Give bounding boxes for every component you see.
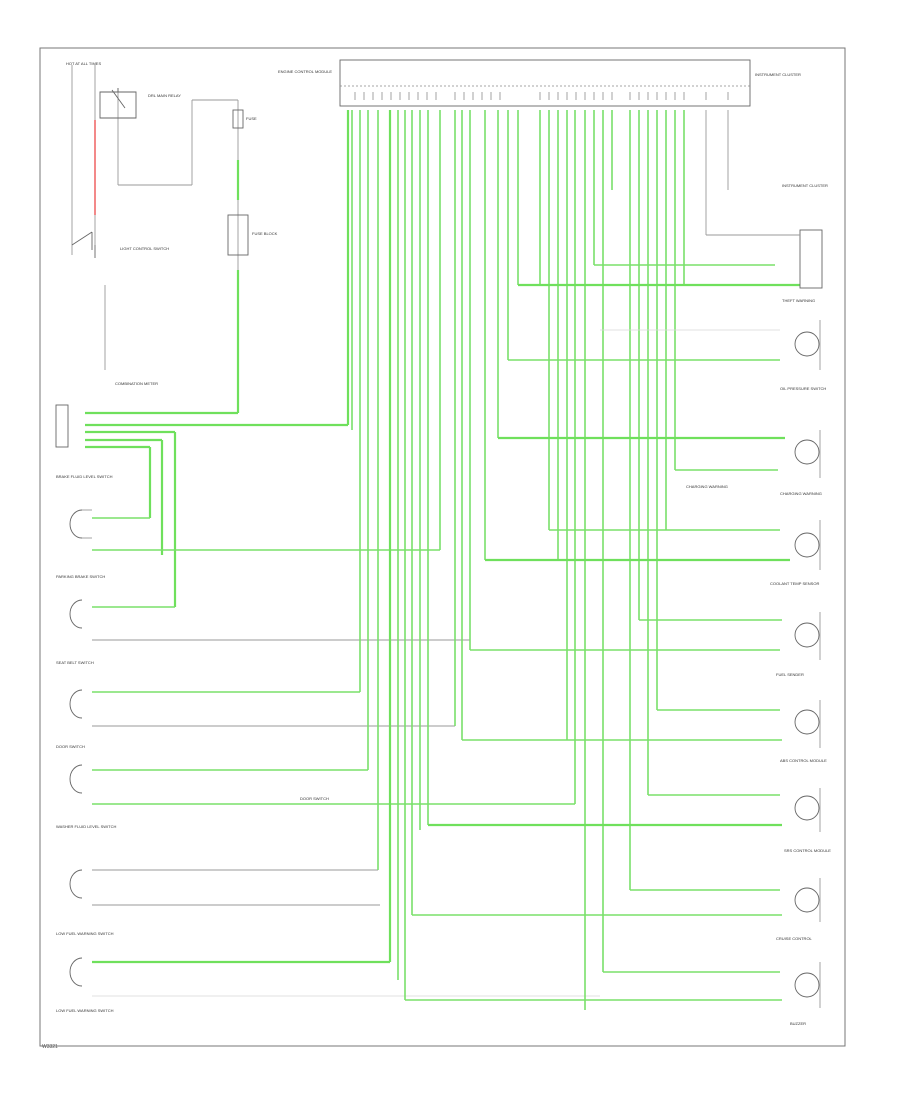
buzzer-label: BUZZER bbox=[790, 1021, 806, 1026]
cruise-control-label: CRUISE CONTROL bbox=[776, 936, 813, 941]
fuse-block-box bbox=[227, 214, 249, 256]
light-control-switch-label: LIGHT CONTROL SWITCH bbox=[120, 246, 169, 251]
door-switch bbox=[69, 110, 576, 805]
meter-wires bbox=[85, 110, 350, 607]
washer-fluid-switch bbox=[69, 869, 380, 906]
door-switch-note: DOOR SWITCH bbox=[300, 796, 329, 801]
charging-warning-label: CHARGING WARNING bbox=[780, 491, 822, 496]
theft-warning-label: THEFT WARNING bbox=[782, 298, 815, 303]
relay-label: DRL MAIN RELAY bbox=[148, 93, 181, 98]
power-feed bbox=[71, 65, 240, 415]
fuse-block-label: FUSE BLOCK bbox=[252, 231, 278, 236]
door-switch-label: DOOR SWITCH bbox=[56, 744, 85, 749]
cruise-control bbox=[794, 878, 821, 922]
low-fuel-label: LOW FUEL WARNING SWITCH bbox=[56, 931, 114, 936]
oil-pressure-label: OIL PRESSURE SWITCH bbox=[780, 386, 826, 391]
buzzer bbox=[794, 962, 821, 1008]
parking-brake-label: PARKING BRAKE SWITCH bbox=[56, 574, 105, 579]
fuse-symbol bbox=[232, 109, 244, 129]
light-control-switch bbox=[71, 231, 96, 258]
charging-note: CHARGING WARNING bbox=[686, 484, 728, 489]
hot-at-all-times-label: HOT AT ALL TIMES bbox=[66, 61, 101, 66]
combination-meter-connector bbox=[55, 404, 69, 448]
abs-control bbox=[794, 700, 821, 748]
fuel-sender-label: FUEL SENDER bbox=[776, 672, 804, 677]
oil-pressure-switch bbox=[794, 320, 821, 370]
low-fuel-warning-switch bbox=[69, 110, 600, 997]
center-bus-wires bbox=[351, 110, 729, 1010]
srs-control bbox=[794, 788, 821, 832]
ecm-connector bbox=[339, 59, 751, 107]
washer-fluid-label: WASHER FLUID LEVEL SWITCH bbox=[56, 824, 116, 829]
ecm-connector-pins bbox=[354, 92, 729, 100]
coolant-temp-label: COOLANT TEMP SENSOR bbox=[770, 581, 819, 586]
theft-warning-module bbox=[799, 229, 823, 289]
seat-belt-switch bbox=[69, 110, 455, 727]
instrument-cluster-label: INSTRUMENT CLUSTER bbox=[755, 72, 801, 77]
brake-fluid-label: BRAKE FLUID LEVEL SWITCH bbox=[56, 474, 113, 479]
parking-brake-switch bbox=[69, 599, 470, 641]
srs-control-label: SRS CONTROL MODULE bbox=[784, 848, 831, 853]
seat-belt-label: SEAT BELT SWITCH bbox=[56, 660, 94, 665]
low-fuel-sublabel: LOW FUEL WARNING SWITCH bbox=[56, 1008, 114, 1013]
relay-switch bbox=[99, 88, 137, 119]
figure-id: W3321 bbox=[42, 1044, 58, 1050]
fuse-label: FUSE bbox=[246, 116, 257, 121]
coolant-temp-sensor bbox=[794, 520, 821, 570]
combination-meter-label: COMBINATION METER bbox=[115, 381, 158, 386]
right-side-runs bbox=[405, 264, 800, 1001]
ecm-label: ENGINE CONTROL MODULE bbox=[278, 69, 332, 74]
brake-fluid-level-switch bbox=[69, 509, 440, 551]
instrument-ground-label: INSTRUMENT CLUSTER bbox=[782, 183, 828, 188]
abs-control-label: ABS CONTROL MODULE bbox=[780, 758, 827, 763]
charging-warning bbox=[794, 430, 821, 478]
diagram-frame bbox=[39, 47, 846, 1047]
fuel-sender bbox=[794, 612, 821, 660]
